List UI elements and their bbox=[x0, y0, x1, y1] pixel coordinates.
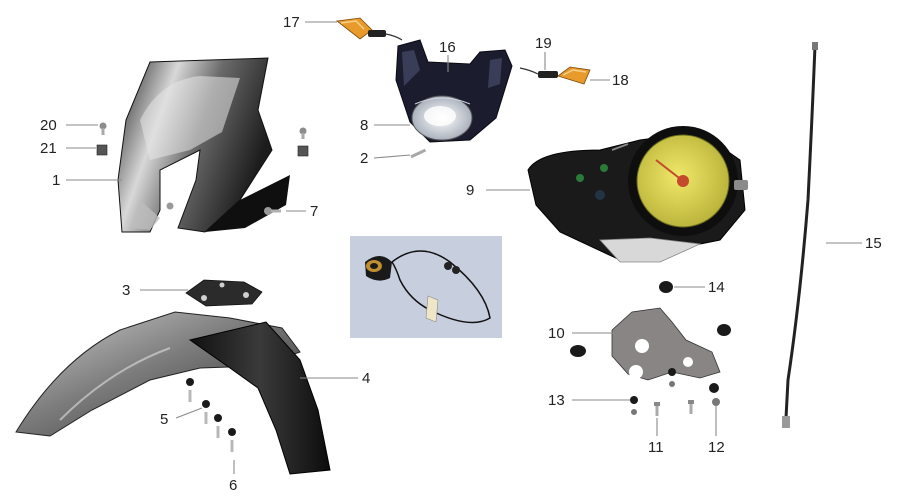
turn-signal-right bbox=[519, 66, 591, 85]
callout-19: 19 bbox=[535, 35, 552, 52]
callout-9: 9 bbox=[466, 182, 474, 199]
callout-1: 1 bbox=[52, 172, 60, 189]
inset-photo-sensor bbox=[350, 236, 502, 338]
callout-6: 6 bbox=[229, 477, 237, 494]
turn-signal-left bbox=[336, 17, 403, 41]
callout-16: 16 bbox=[439, 39, 456, 56]
callout-15: 15 bbox=[865, 235, 882, 252]
callout-20: 20 bbox=[40, 117, 57, 134]
screw-cowl-left bbox=[166, 202, 174, 210]
fasteners-11-13 bbox=[630, 368, 720, 416]
callout-labels: 1 2 3 4 5 6 7 8 9 10 11 12 13 14 15 16 1… bbox=[40, 14, 882, 494]
callout-17: 17 bbox=[283, 14, 300, 31]
front-fender bbox=[15, 311, 331, 475]
bracket-3 bbox=[185, 279, 263, 307]
callout-3: 3 bbox=[122, 282, 130, 299]
bolt-right-cowl bbox=[297, 127, 309, 157]
headlight-assembly bbox=[395, 39, 513, 143]
callout-11: 11 bbox=[648, 439, 664, 456]
callout-14: 14 bbox=[708, 279, 725, 296]
leader-lines bbox=[66, 21, 862, 474]
meter-bracket bbox=[611, 307, 721, 381]
callout-4: 4 bbox=[362, 370, 370, 387]
bolt-20 bbox=[99, 122, 107, 135]
speedometer bbox=[527, 126, 748, 263]
screw-7 bbox=[264, 207, 281, 215]
headlight-cowl bbox=[117, 57, 290, 233]
callout-10: 10 bbox=[548, 325, 565, 342]
bolts-5-6 bbox=[186, 378, 236, 452]
pin-2 bbox=[410, 148, 427, 159]
callout-12: 12 bbox=[708, 439, 725, 456]
speedometer-cable bbox=[782, 42, 818, 428]
callout-5: 5 bbox=[160, 411, 168, 428]
callout-18: 18 bbox=[612, 72, 629, 89]
callout-13: 13 bbox=[548, 392, 565, 409]
callout-7: 7 bbox=[310, 203, 318, 220]
callout-21: 21 bbox=[40, 140, 57, 157]
clip-21 bbox=[96, 144, 108, 156]
callout-2: 2 bbox=[360, 150, 368, 167]
callout-8: 8 bbox=[360, 117, 368, 134]
grommets-14 bbox=[570, 281, 731, 357]
